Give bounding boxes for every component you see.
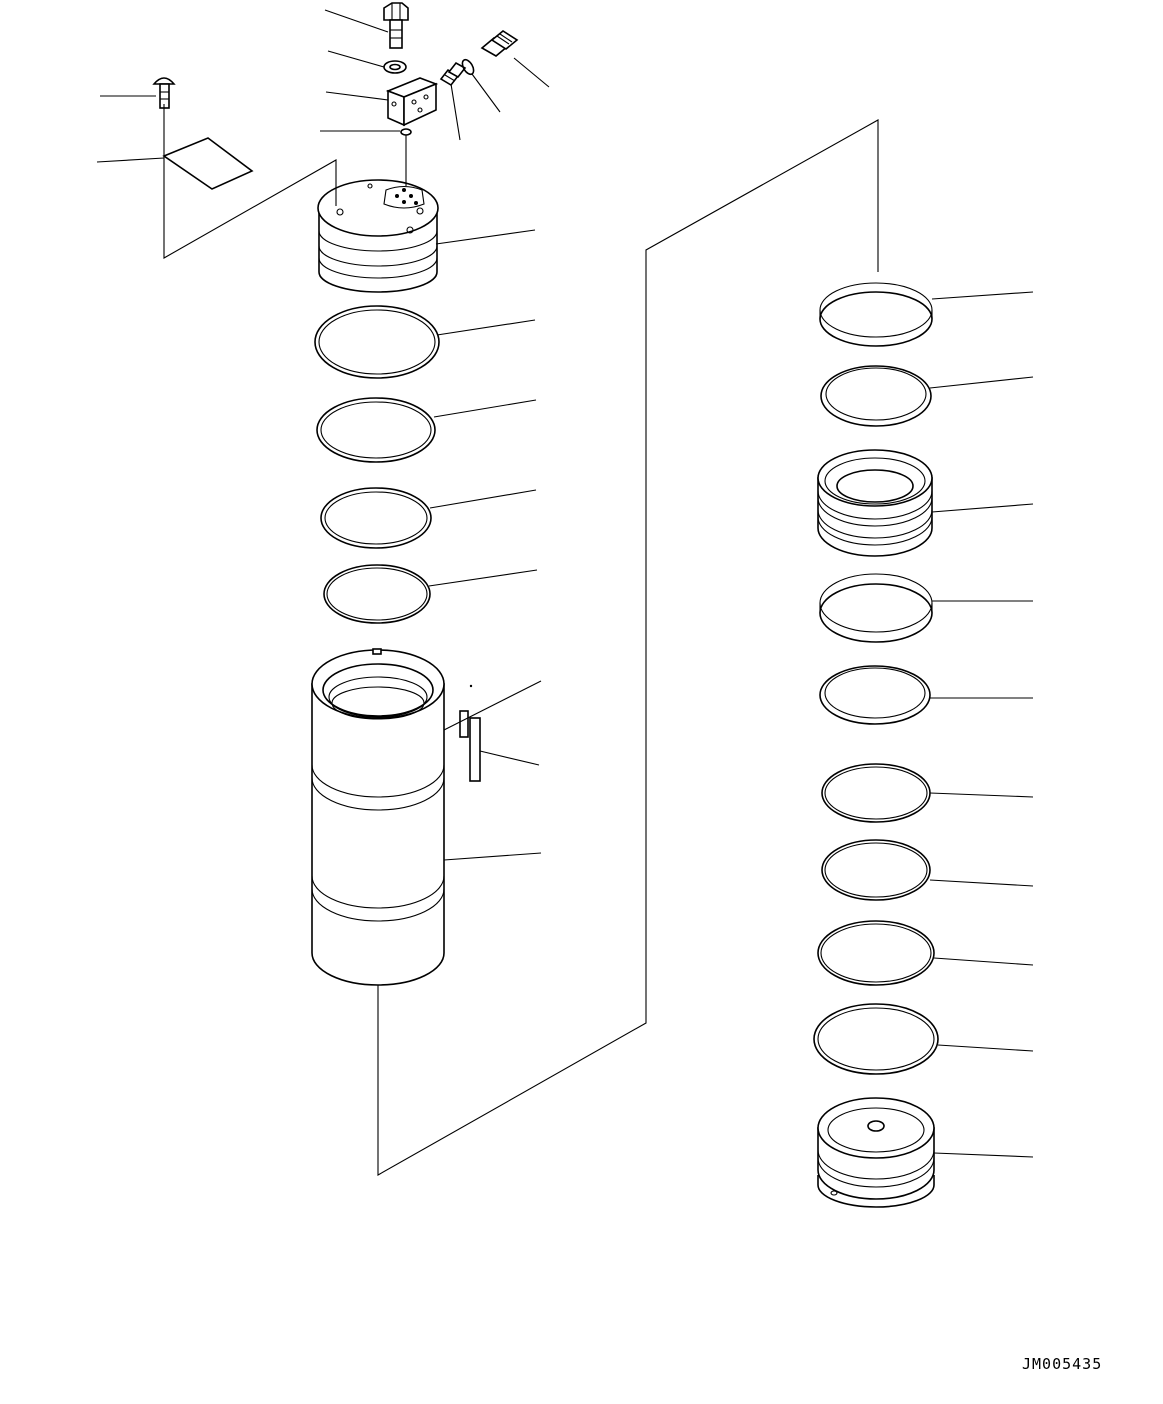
cylinder-tube-part	[311, 648, 445, 986]
drawing-code: JM005435	[1022, 1355, 1103, 1373]
nipple-fitting-part	[439, 61, 467, 87]
head-backup-ring-part	[314, 305, 440, 379]
piston-o-ring-part	[821, 763, 931, 823]
piston-seal-ring-part	[821, 839, 931, 901]
cylinder-head-part	[317, 179, 439, 293]
bolt-part	[383, 2, 409, 49]
head-o-ring-part	[316, 397, 436, 463]
plug-part	[480, 30, 519, 57]
head-small-ring-part	[323, 564, 431, 624]
piston-large-ring-part	[817, 920, 935, 986]
label-plate-part	[459, 684, 481, 782]
wear-ring-part	[819, 282, 933, 347]
valve-block-part	[385, 77, 439, 127]
name-plate-part	[162, 137, 254, 190]
head-seal-ring-part	[320, 487, 432, 549]
small-o-ring-part	[400, 128, 412, 136]
fitting-o-ring-part	[461, 58, 475, 76]
piston-seal-assembly-part	[817, 449, 933, 557]
screw-part	[152, 77, 176, 109]
piston-backup-ring-part	[819, 665, 931, 725]
washer-part	[383, 60, 407, 74]
piston-part	[817, 1097, 935, 1208]
leader-lines	[96, 9, 1034, 1158]
assembly-lines	[163, 104, 879, 1176]
piston-outer-ring-part	[813, 1003, 939, 1075]
piston-ring-part	[820, 365, 932, 427]
piston-wear-ring-part	[819, 573, 933, 643]
